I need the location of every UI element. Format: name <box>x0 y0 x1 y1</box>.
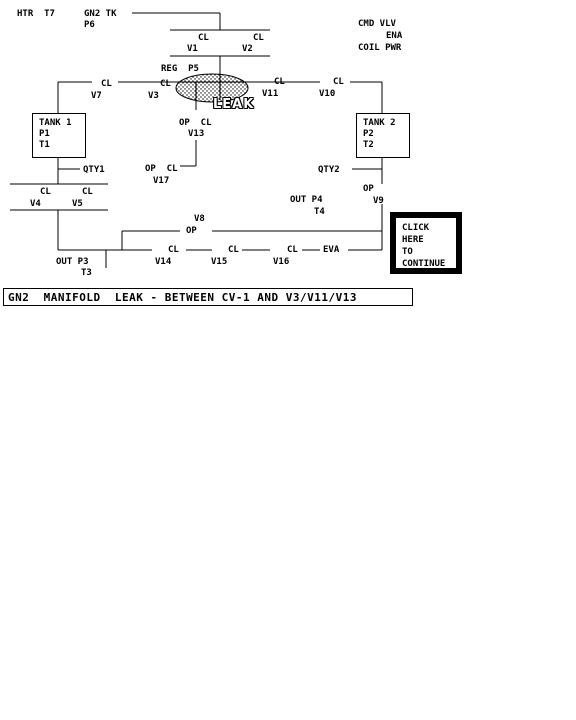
v13-name: V13 <box>188 129 205 139</box>
tank2-temperature: T2 <box>363 140 374 150</box>
v9-state: OP <box>363 184 374 194</box>
v16-name: V16 <box>273 257 290 267</box>
status-banner-text: GN2 MANIFOLD LEAK - BETWEEN CV-1 AND V3/… <box>8 291 358 304</box>
v11-name: V11 <box>262 89 279 99</box>
p6-label: P6 <box>84 20 95 30</box>
v15-state: CL <box>228 245 239 255</box>
v4-state: CL <box>40 187 51 197</box>
heater-label: HTR T7 <box>17 9 55 19</box>
tank1-temperature: T1 <box>39 140 50 150</box>
qty1-label: QTY1 <box>83 165 105 175</box>
v10-state: CL <box>333 77 344 87</box>
qty2-label: QTY2 <box>318 165 340 175</box>
continue-line-2: HERE <box>402 235 424 245</box>
t4-label: T4 <box>314 207 325 217</box>
v7-name: V7 <box>91 91 102 101</box>
v9-name: V9 <box>373 196 384 206</box>
v5-name: V5 <box>72 199 83 209</box>
v17-state: OP CL <box>145 164 178 174</box>
v8-state: OP <box>186 226 197 236</box>
v7-state: CL <box>101 79 112 89</box>
v1-name: V1 <box>187 44 198 54</box>
v5-state: CL <box>82 187 93 197</box>
out-p4-label: OUT P4 <box>290 195 323 205</box>
eva-label: EVA <box>323 245 340 255</box>
out-p3-label: OUT P3 <box>56 257 89 267</box>
tank2-title: TANK 2 <box>363 118 396 128</box>
v17-name: V17 <box>153 176 170 186</box>
ena-label: ENA <box>386 31 403 41</box>
v15-name: V15 <box>211 257 228 267</box>
coil-pwr-label: COIL PWR <box>358 43 402 53</box>
v3-name: V3 <box>148 91 159 101</box>
v3-state: CL <box>160 79 171 89</box>
leak-ellipse <box>175 73 249 103</box>
v1-state: CL <box>198 33 209 43</box>
click-to-continue-button[interactable]: CLICK HERE TO CONTINUE <box>390 212 462 274</box>
v14-name: V14 <box>155 257 172 267</box>
tank1-box: TANK 1 P1 T1 <box>32 113 86 158</box>
v2-name: V2 <box>242 44 253 54</box>
continue-line-4: CONTINUE <box>402 259 446 269</box>
status-banner: GN2 MANIFOLD LEAK - BETWEEN CV-1 AND V3/… <box>3 288 413 306</box>
continue-line-3: TO <box>402 247 413 257</box>
tank2-pressure: P2 <box>363 129 374 139</box>
v13-state: OP CL <box>179 118 212 128</box>
v11-state: CL <box>274 77 285 87</box>
v10-name: V10 <box>319 89 336 99</box>
v14-state: CL <box>168 245 179 255</box>
t3-label: T3 <box>81 268 92 278</box>
v2-state: CL <box>253 33 264 43</box>
leak-label: LEAK <box>213 97 255 112</box>
regulator-label: REG P5 <box>161 64 199 74</box>
tank1-title: TANK 1 <box>39 118 72 128</box>
v4-name: V4 <box>30 199 41 209</box>
gn2-tank-label: GN2 TK <box>84 9 117 19</box>
continue-line-1: CLICK <box>402 223 430 233</box>
v8-name: V8 <box>194 214 205 224</box>
cmd-vlv-label: CMD VLV <box>358 19 396 29</box>
tank2-box: TANK 2 P2 T2 <box>356 113 410 158</box>
tank1-pressure: P1 <box>39 129 50 139</box>
v16-state: CL <box>287 245 298 255</box>
